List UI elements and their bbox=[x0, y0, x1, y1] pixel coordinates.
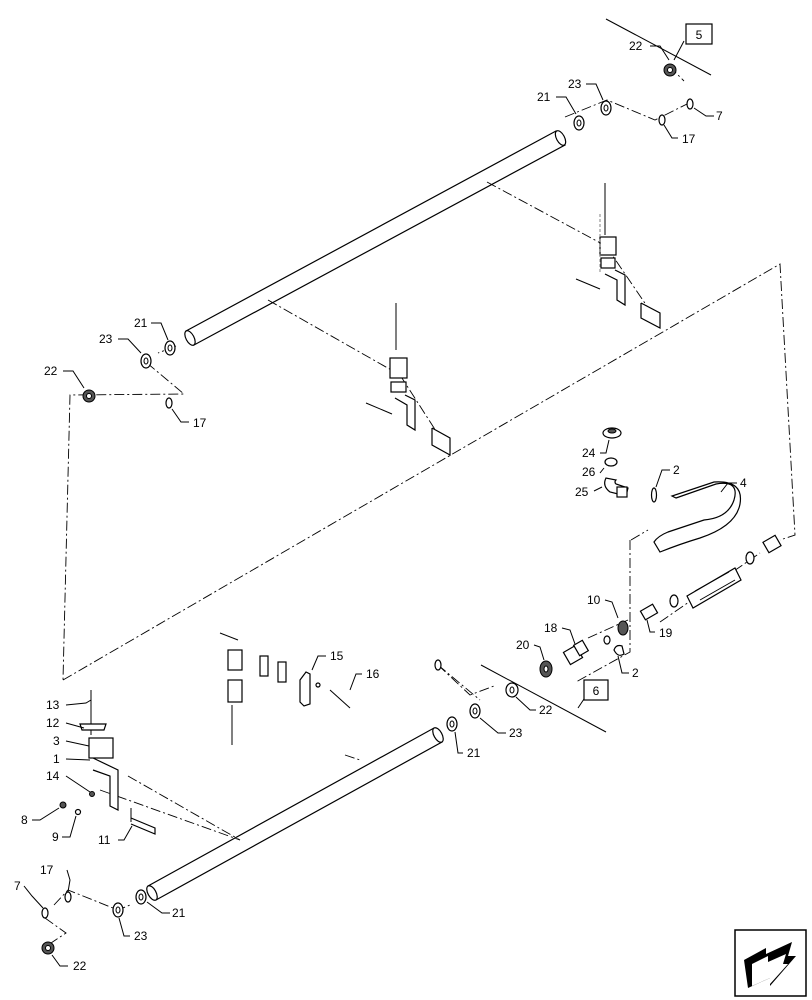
lower-bracket-center bbox=[219, 632, 351, 745]
lower-right-parts bbox=[434, 659, 519, 732]
callout-11: 11 bbox=[98, 833, 111, 847]
ref-box-6-label: 6 bbox=[593, 684, 600, 698]
upper-bracket-right bbox=[575, 183, 661, 329]
fitting-cluster bbox=[539, 620, 629, 678]
callout-10: 10 bbox=[587, 593, 601, 607]
callout-7-lower-left: 7 bbox=[14, 879, 21, 893]
hose-assembly bbox=[602, 427, 742, 553]
lower-left-bracket bbox=[59, 690, 156, 835]
callout-26: 26 bbox=[582, 465, 596, 479]
callout-3: 3 bbox=[53, 734, 60, 748]
upper-bracket-left bbox=[365, 303, 451, 457]
callout-17-top: 17 bbox=[682, 132, 696, 146]
leader-lines bbox=[23, 45, 737, 967]
callout-23-lower-left: 23 bbox=[134, 929, 148, 943]
callout-15: 15 bbox=[330, 649, 344, 663]
callout-labels: 22 23 21 7 17 21 23 22 17 24 26 25 2 4 1… bbox=[14, 39, 747, 973]
callout-21-lower-left: 21 bbox=[172, 906, 186, 920]
callout-18: 18 bbox=[544, 621, 558, 635]
section-6-group: 6 bbox=[480, 664, 609, 733]
ref-box-5 bbox=[685, 23, 713, 45]
callout-17-lower-left: 17 bbox=[40, 863, 54, 877]
callout-24: 24 bbox=[582, 446, 596, 460]
callout-21-upper-left: 21 bbox=[134, 316, 148, 330]
callout-7-top: 7 bbox=[716, 109, 723, 123]
section-5-group: 5 bbox=[605, 18, 713, 76]
callout-1: 1 bbox=[53, 752, 60, 766]
upper-left-parts bbox=[82, 340, 176, 409]
upper-tube bbox=[184, 130, 567, 346]
lower-left-end-parts bbox=[41, 889, 147, 955]
ref-box-6 bbox=[583, 679, 609, 701]
callout-2-lower: 2 bbox=[632, 666, 639, 680]
callout-19: 19 bbox=[659, 626, 673, 640]
callout-2-upper: 2 bbox=[673, 463, 680, 477]
callout-16: 16 bbox=[366, 667, 380, 681]
callout-22-top: 22 bbox=[629, 39, 643, 53]
lower-tube bbox=[146, 727, 444, 901]
callout-23-lower-right: 23 bbox=[509, 726, 523, 740]
callout-22-lower-right: 22 bbox=[539, 703, 553, 717]
callout-12: 12 bbox=[46, 716, 60, 730]
arrow-box-icon[interactable] bbox=[734, 929, 807, 997]
callout-25: 25 bbox=[575, 485, 589, 499]
callout-4: 4 bbox=[740, 476, 747, 490]
callout-23-top: 23 bbox=[568, 77, 582, 91]
callout-13: 13 bbox=[46, 698, 60, 712]
ref-box-5-label: 5 bbox=[696, 28, 703, 42]
assembly-lines bbox=[44, 65, 796, 946]
callout-20: 20 bbox=[516, 638, 530, 652]
callout-21-lower-right: 21 bbox=[467, 746, 481, 760]
coupler-line bbox=[639, 534, 782, 621]
callout-22-upper-left: 22 bbox=[44, 364, 58, 378]
callout-14: 14 bbox=[46, 769, 60, 783]
callout-9: 9 bbox=[52, 830, 59, 844]
callout-17-upper-left: 17 bbox=[193, 416, 207, 430]
callout-22-lower-left: 22 bbox=[73, 959, 87, 973]
callout-21-top: 21 bbox=[537, 90, 551, 104]
callout-8: 8 bbox=[21, 813, 28, 827]
callout-23-upper-left: 23 bbox=[99, 332, 113, 346]
top-right-parts bbox=[573, 63, 694, 131]
